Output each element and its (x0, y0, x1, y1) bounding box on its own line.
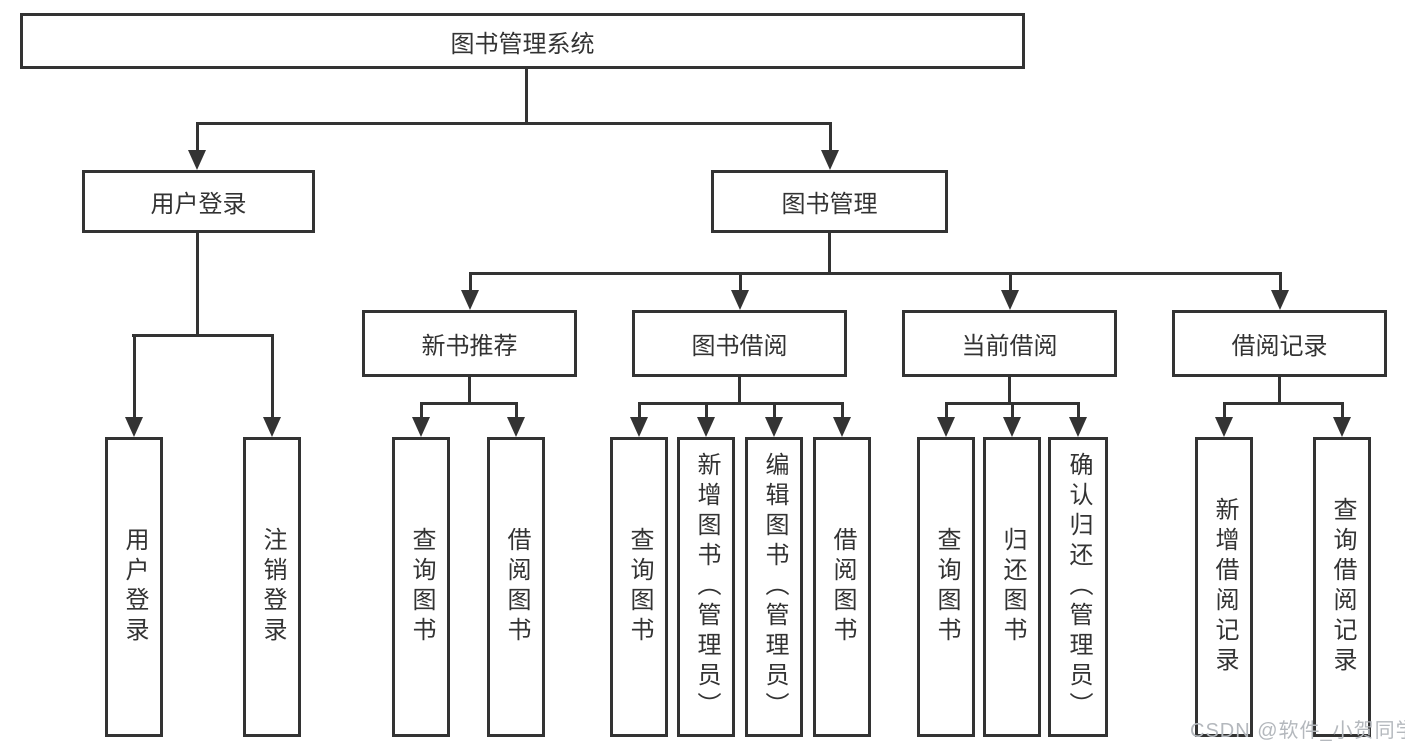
arrow-down-icon (630, 417, 648, 437)
connector-current-stem (1008, 377, 1011, 405)
arrow-down-icon (263, 417, 281, 437)
connector-root-stem (525, 69, 528, 125)
leaf-borrow-books-recommend: 借阅图书 (487, 437, 545, 737)
leaf-logout-login: 注销登录 (243, 437, 301, 737)
connector-records-stem (1278, 377, 1281, 405)
arrow-stem (468, 272, 472, 295)
arrow-to-book-management (821, 122, 839, 170)
connector-recommend-stem (468, 377, 471, 405)
leaf-add-books-admin: 新增图书（管理员） (677, 437, 735, 737)
leaf-user-login: 用户登录 (105, 437, 163, 737)
arrow-to-confirm-return (1069, 402, 1087, 437)
connector-book-management-stem (828, 233, 831, 275)
arrow-to-query-books-2 (630, 402, 648, 437)
connector-book-management-split (470, 272, 1281, 275)
arrow-to-add-borrow-record (1215, 402, 1233, 437)
leaf-borrow-books-borrowing: 借阅图书 (813, 437, 871, 737)
connector-borrowing-stem (738, 377, 741, 405)
arrow-stem (1278, 272, 1282, 295)
arrow-down-icon (1215, 417, 1233, 437)
arrow-down-icon (1001, 290, 1019, 310)
arrow-down-icon (1271, 290, 1289, 310)
arrow-to-borrow-books-1 (507, 402, 525, 437)
arrow-stem (704, 402, 708, 422)
arrow-down-icon (1333, 417, 1351, 437)
connector-records-split (1224, 402, 1343, 405)
arrow-down-icon (937, 417, 955, 437)
arrow-stem (828, 122, 832, 155)
connector-borrowing-split (639, 402, 843, 405)
leaf-confirm-return-admin: 确认归还（管理员） (1048, 437, 1108, 737)
arrow-to-return-books (1003, 402, 1021, 437)
arrow-to-book-borrowing (731, 272, 749, 310)
arrow-stem (514, 402, 518, 422)
arrow-stem (944, 402, 948, 422)
arrow-to-query-books-3 (937, 402, 955, 437)
arrow-to-leaf-user-login (125, 334, 143, 437)
arrow-stem (1008, 272, 1012, 295)
node-new-book-recommend: 新书推荐 (362, 310, 577, 377)
leaf-add-borrow-record: 新增借阅记录 (1195, 437, 1253, 737)
arrow-down-icon (1003, 417, 1021, 437)
arrow-down-icon (731, 290, 749, 310)
arrow-stem (840, 402, 844, 422)
node-book-borrowing: 图书借阅 (632, 310, 847, 377)
arrow-to-add-books (697, 402, 715, 437)
connector-user-login-split (132, 334, 273, 337)
arrow-stem (772, 402, 776, 422)
node-library-management-system: 图书管理系统 (20, 13, 1025, 69)
arrow-to-user-login (188, 122, 206, 170)
arrow-down-icon (188, 150, 206, 170)
arrow-down-icon (461, 290, 479, 310)
connector-user-login-stem (196, 233, 199, 337)
arrow-stem (419, 402, 423, 422)
leaf-query-books-current: 查询图书 (917, 437, 975, 737)
arrow-to-borrowing-records (1271, 272, 1289, 310)
arrow-down-icon (833, 417, 851, 437)
leaf-edit-books-admin: 编辑图书（管理员） (745, 437, 803, 737)
leaf-query-books-borrowing: 查询图书 (610, 437, 668, 737)
node-book-management: 图书管理 (711, 170, 948, 233)
arrow-to-leaf-logout (263, 334, 281, 437)
connector-recommend-split (421, 402, 517, 405)
leaf-query-borrow-record: 查询借阅记录 (1313, 437, 1371, 737)
node-borrowing-records: 借阅记录 (1172, 310, 1387, 377)
arrow-to-edit-books (765, 402, 783, 437)
arrow-down-icon (765, 417, 783, 437)
arrow-stem (270, 334, 274, 422)
node-current-borrowing: 当前借阅 (902, 310, 1117, 377)
node-user-login: 用户登录 (82, 170, 315, 233)
leaf-return-books: 归还图书 (983, 437, 1041, 737)
arrow-down-icon (821, 150, 839, 170)
arrow-stem (1222, 402, 1226, 422)
arrow-down-icon (697, 417, 715, 437)
arrow-down-icon (507, 417, 525, 437)
leaf-query-books-recommend: 查询图书 (392, 437, 450, 737)
arrow-to-query-books-1 (412, 402, 430, 437)
arrow-down-icon (412, 417, 430, 437)
arrow-down-icon (1069, 417, 1087, 437)
arrow-stem (1340, 402, 1344, 422)
arrow-stem (1010, 402, 1014, 422)
arrow-to-borrow-books-2 (833, 402, 851, 437)
connector-root-split (197, 122, 831, 125)
arrow-down-icon (125, 417, 143, 437)
arrow-stem (738, 272, 742, 295)
arrow-stem (195, 122, 199, 155)
arrow-to-current-borrowing (1001, 272, 1019, 310)
watermark: CSDN @软件_小贺同学 (1190, 720, 1405, 742)
arrow-to-query-borrow-record (1333, 402, 1351, 437)
arrow-to-new-book-recommend (461, 272, 479, 310)
arrow-stem (637, 402, 641, 422)
arrow-stem (132, 334, 136, 422)
arrow-stem (1076, 402, 1080, 422)
